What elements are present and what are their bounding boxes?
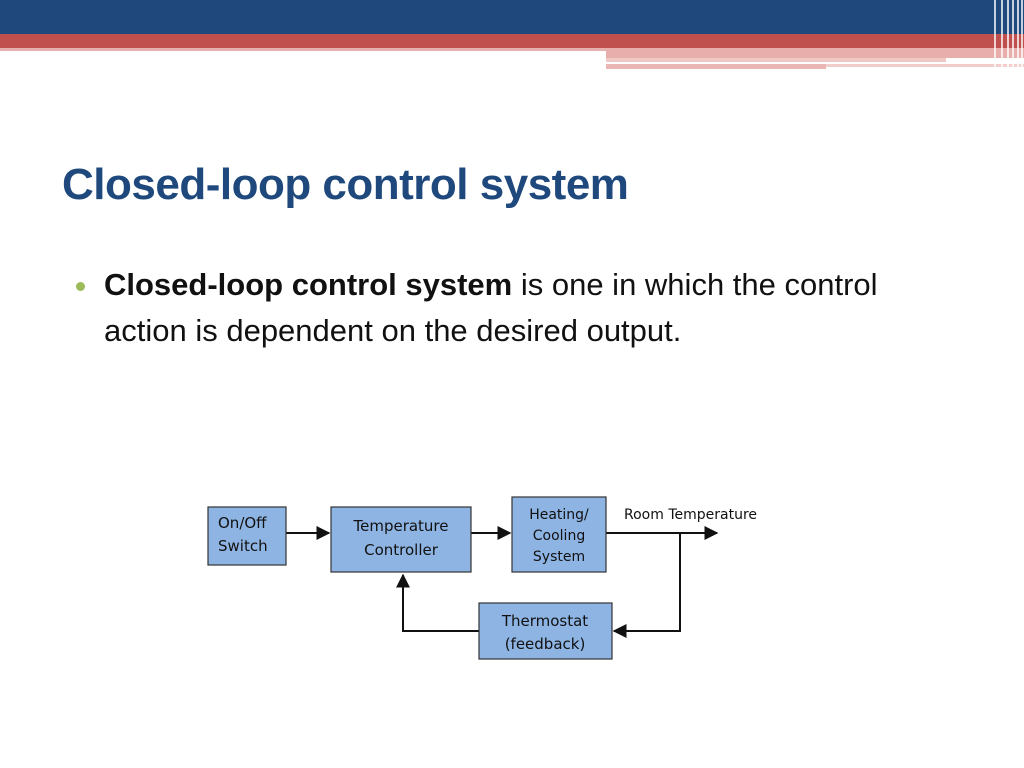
node-label-line: System — [533, 549, 585, 565]
node-label-line: Controller — [364, 541, 439, 559]
header-band-pink — [0, 48, 606, 51]
bullet-definition: is one in which the control action is de… — [104, 267, 878, 348]
node-label-line: Thermostat — [501, 612, 588, 630]
output-label: Room Temperature — [624, 507, 757, 523]
node-on-off-switch: On/Off Switch — [207, 506, 287, 566]
node-label-line: Heating/ — [529, 507, 589, 523]
bullet-text: Closed-loop control system is one in whi… — [104, 262, 956, 354]
header-stripes — [990, 0, 1024, 70]
header-band-pink — [826, 64, 1024, 67]
header-band-pink — [606, 48, 1024, 58]
node-thermostat-feedback: Thermostat (feedback) — [478, 602, 613, 660]
header-band-navy — [0, 0, 1024, 34]
header-band-pink — [606, 64, 826, 69]
bullet-term: Closed-loop control system — [104, 267, 513, 302]
node-label-line: Cooling — [533, 528, 585, 544]
bullet-dot-icon — [76, 282, 85, 291]
slide-title: Closed-loop control system — [62, 160, 629, 209]
node-label-line: On/Off — [218, 514, 267, 532]
node-label-line: Switch — [218, 537, 268, 555]
node-label-line: (feedback) — [505, 635, 586, 653]
edge-thermostat-to-controller — [396, 573, 479, 632]
bullet-item: Closed-loop control system is one in whi… — [76, 262, 956, 354]
header-band-red — [0, 34, 1024, 48]
node-label-line: Temperature — [352, 517, 448, 535]
edge-output-to-thermostat — [612, 533, 681, 638]
node-temperature-controller: Temperature Controller — [330, 506, 472, 573]
node-heating-cooling-system: Heating/ Cooling System — [511, 496, 607, 573]
header-band-pink — [606, 58, 946, 62]
